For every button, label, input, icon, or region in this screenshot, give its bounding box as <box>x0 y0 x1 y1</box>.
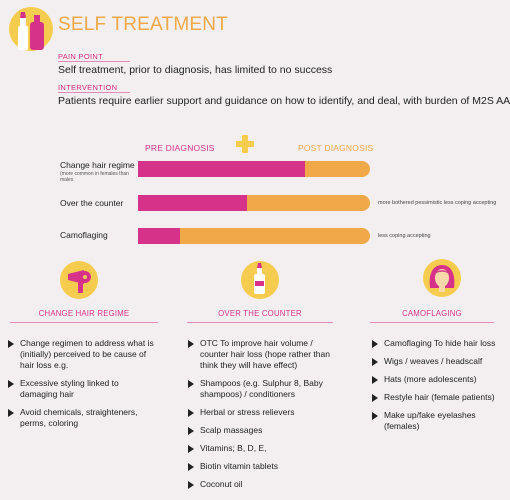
category-divider <box>10 322 158 323</box>
bullet-icon <box>188 445 194 453</box>
row-note-over-the-counter: more bothered pessimistic less coping ac… <box>378 200 497 206</box>
bar-fill-pre-diagnosis <box>138 195 248 211</box>
category-title-camoflaging: CAMOFLAGING <box>402 309 462 318</box>
bar-fill-pre-diagnosis <box>138 161 306 177</box>
bar-over-the-counter <box>138 195 370 211</box>
list-item: Camoflaging To hide hair loss <box>372 338 500 349</box>
list-item: Restyle hair (female patients) <box>372 392 500 403</box>
bullet-icon <box>372 376 378 384</box>
list-item: Hats (more adolescents) <box>372 374 500 385</box>
page-title: SELF TREATMENT <box>58 14 228 35</box>
hair-dryer-icon <box>60 261 98 299</box>
bar-change-hair-regime <box>138 161 370 177</box>
intervention-text: Patients require earlier support and gui… <box>58 95 510 107</box>
bullet-icon <box>188 427 194 435</box>
pain-point-underline <box>58 61 130 62</box>
row-label-change-hair-regime: Change hair regime <box>60 160 135 170</box>
intervention-label: INTERVENTION <box>58 83 118 92</box>
category-title-over-the-counter: OVER THE COUNTER <box>218 309 302 318</box>
list-item: Scalp massages <box>188 425 336 436</box>
bullet-icon <box>372 412 378 420</box>
bullet-icon <box>188 380 194 388</box>
list-item: Coconut oil <box>188 479 336 490</box>
list-item: Biotin vitamin tablets <box>188 461 336 472</box>
bottle-icon <box>241 261 279 299</box>
pre-diagnosis-label: PRE DIAGNOSIS <box>145 143 215 153</box>
intervention-underline <box>58 92 130 93</box>
woman-hair-icon <box>423 259 461 297</box>
list-item: Shampoos (e.g. Sulphur 8, Baby shampoos)… <box>188 378 336 400</box>
bottles-icon <box>9 7 53 51</box>
row-label-camoflaging: Camoflaging <box>60 230 108 240</box>
list-item: Vitamins; B, D, E, <box>188 443 336 454</box>
list-item: Avoid chemicals, straighteners, perms, c… <box>8 407 156 429</box>
list-over-the-counter: OTC To improve hair volume / counter hai… <box>188 338 336 497</box>
list-item: OTC To improve hair volume / counter hai… <box>188 338 336 371</box>
category-title-change-hair-regime: CHANGE HAIR REGIME <box>38 309 130 318</box>
bullet-icon <box>8 340 14 348</box>
list-item: Herbal or stress relievers <box>188 407 336 418</box>
bullet-icon <box>188 481 194 489</box>
list-item: Change regimen to address what is (initi… <box>8 338 156 371</box>
bullet-icon <box>188 340 194 348</box>
pain-point-text: Self treatment, prior to diagnosis, has … <box>58 64 333 76</box>
row-sub-change-hair-regime: (more common in females than males <box>60 171 129 183</box>
bullet-icon <box>188 409 194 417</box>
post-diagnosis-label: POST DIAGNOSIS <box>298 143 374 153</box>
bullet-icon <box>188 463 194 471</box>
bullet-icon <box>8 380 14 388</box>
list-item: Excessive styling linked to damaging hai… <box>8 378 156 400</box>
category-divider <box>187 322 333 323</box>
pain-point-label: PAIN POINT <box>58 52 103 61</box>
bullet-icon <box>372 358 378 366</box>
plus-icon <box>236 135 254 153</box>
list-item: Wigs / weaves / headscalf <box>372 356 500 367</box>
list-camoflaging: Camoflaging To hide hair loss Wigs / wea… <box>372 338 500 439</box>
bullet-icon <box>8 409 14 417</box>
bar-camoflaging <box>138 228 370 244</box>
bullet-icon <box>372 394 378 402</box>
bar-fill-pre-diagnosis <box>138 228 180 244</box>
row-label-over-the-counter: Over the counter <box>60 198 124 208</box>
list-change-hair-regime: Change regimen to address what is (initi… <box>8 338 156 436</box>
bullet-icon <box>372 340 378 348</box>
list-item: Make up/fake eyelashes (females) <box>372 410 500 432</box>
row-note-camoflaging: less coping accepting <box>378 233 431 239</box>
category-divider <box>370 322 494 323</box>
